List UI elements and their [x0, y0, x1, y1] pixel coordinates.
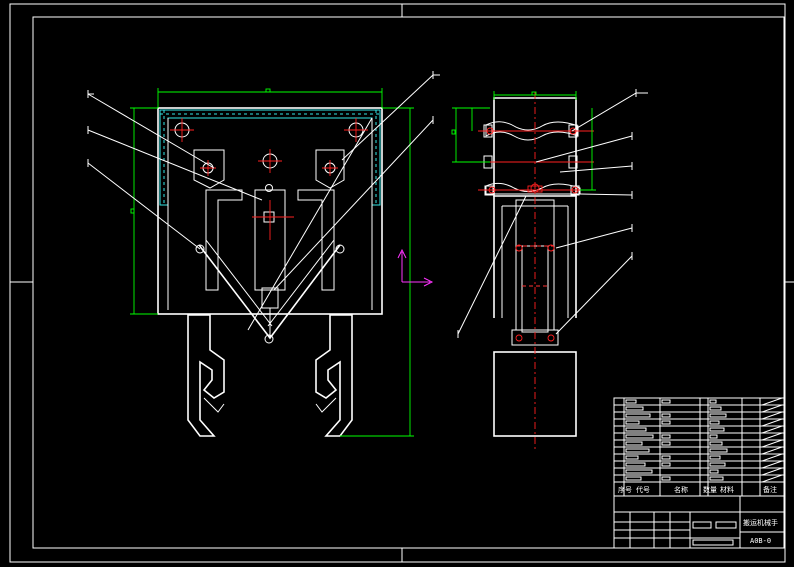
parts-cell-mark [661, 434, 671, 439]
parts-hatch-line [761, 460, 783, 469]
parts-hatch-line [761, 446, 783, 455]
side-view [451, 89, 648, 450]
parts-hatch-line [761, 411, 783, 420]
parts-hatch-line [761, 418, 783, 427]
front-leaders [87, 71, 440, 291]
drawing-code: A0B-0 [750, 537, 771, 545]
parts-hatch-line [761, 432, 783, 441]
parts-cell-mark [709, 427, 725, 432]
col-header-name: 名称 [674, 485, 688, 494]
parts-cell-mark [709, 448, 728, 453]
parts-list [614, 397, 784, 496]
parts-cell-mark [709, 406, 722, 411]
parts-cell-mark [625, 469, 653, 474]
front-centerlines [170, 118, 368, 240]
col-header-remark: 备注 [763, 485, 777, 494]
parts-cell-mark [661, 441, 671, 446]
parts-cell-mark [661, 455, 671, 460]
parts-cell-mark [625, 476, 642, 481]
parts-cell-mark [709, 441, 723, 446]
col-header-qty: 数量 [703, 485, 717, 494]
parts-cell-mark [709, 399, 717, 404]
parts-cell-mark [625, 441, 643, 446]
parts-cell-mark [709, 462, 726, 467]
parts-cell-mark [625, 399, 637, 404]
parts-cell-mark [625, 462, 646, 467]
side-leaders [457, 89, 648, 338]
parts-hatch-line [761, 439, 783, 448]
parts-hatch-line [761, 397, 783, 406]
parts-cell-mark [709, 413, 727, 418]
parts-cell-mark [625, 413, 651, 418]
parts-cell-mark [661, 476, 671, 481]
parts-hatch-line [761, 474, 783, 483]
parts-cell-mark [661, 413, 671, 418]
parts-cell-mark [661, 399, 671, 404]
drawing-name: 搬运机械手 [743, 518, 778, 527]
side-centerlines [478, 92, 594, 450]
sheet-frame [9, 3, 794, 563]
parts-cell-mark [709, 476, 724, 481]
parts-cell-mark [709, 420, 720, 425]
pin-holes [174, 122, 364, 344]
parts-cell-mark [661, 462, 671, 467]
parts-cell-mark [625, 420, 640, 425]
parts-hatch-line [761, 404, 783, 413]
parts-hatch-line [761, 425, 783, 434]
parts-cell-mark [625, 406, 644, 411]
col-header-seq: 序号 [618, 485, 632, 494]
front-view [87, 71, 440, 437]
parts-cell-mark [709, 455, 721, 460]
parts-cell-mark [625, 434, 654, 439]
parts-cell-mark [709, 434, 718, 439]
side-dimensions [451, 91, 596, 191]
parts-cell-mark [625, 427, 647, 432]
ucs-axis-icon [397, 248, 434, 287]
parts-cell-mark [661, 420, 671, 425]
parts-hatch-line [761, 453, 783, 462]
parts-cell-mark [625, 448, 650, 453]
front-dimensions [130, 88, 414, 437]
parts-hatch-line [761, 467, 783, 476]
col-header-code: 代号 [636, 485, 650, 494]
col-header-material: 材料 [720, 485, 734, 494]
parts-cell-mark [625, 455, 639, 460]
title-block: 序号 代号 名称 数量 材料 备注 搬运机械手 A0B-0 [613, 397, 785, 549]
parts-cell-mark [709, 469, 719, 474]
